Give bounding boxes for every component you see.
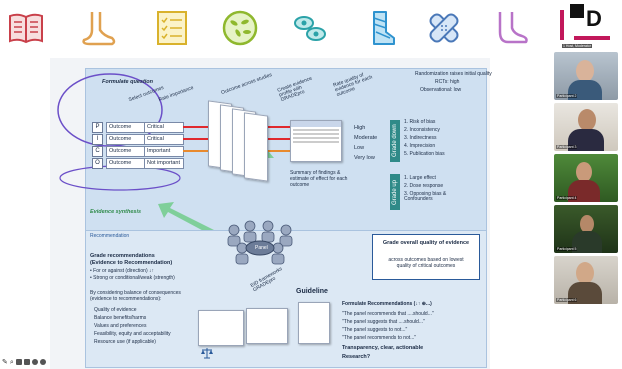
panel-label: Panel [255,245,268,251]
pico-i: I [92,134,103,145]
participant-name-1: 1 Host, Moderator [562,44,593,48]
foot-outline-icon[interactable] [490,8,530,48]
participant-video-5[interactable]: Participant 5 [554,205,618,253]
checklist-icon[interactable] [152,8,192,48]
rating-1: Critical [144,122,184,133]
grade-rec-item-1: • For or against (direction) ↓↑ [90,268,154,274]
grade-up-item-1: 1. Large effect [404,175,436,181]
grade-down-item-5: 5. Publication bias [404,151,445,157]
panel-people-icon [227,220,293,265]
grade-overall-sub: across outcomes based on lowest quality … [388,257,464,269]
recommendation-label: Recommendation [90,233,130,239]
participant-video-3[interactable]: Participant 3 [554,103,618,151]
formulate-question-label: Formulate question [102,79,154,85]
participant-name-2: Participant 2 [556,94,578,98]
shared-slide: Formulate question Select outcomes Rate … [50,58,492,369]
outcome-1: Outcome [106,122,146,133]
rcts-high-label: RCTs: high [435,79,460,85]
logo-letter: D [586,6,602,31]
rating-3: Important [144,146,184,157]
grade-down-item-2: 2. Inconsistency [404,127,440,133]
guideline-label: Guideline [296,288,328,295]
participant-name-3: Participant 3 [556,145,578,149]
balance-item-1: Quality of evidence [94,307,137,313]
cast-leg-icon[interactable] [360,8,400,48]
participant-name-6: Participant 6 [556,298,578,302]
balance-item-4: Feasibility, equity and acceptability [94,331,171,337]
quality-low: Low [354,145,365,151]
gradepro-doc-2 [246,308,288,344]
observational-low-label: Observational: low [420,87,462,93]
summary-findings-label: Summary of findings & estimate of effect… [290,170,348,188]
balance-item-5: Resource use (if applicable) [94,339,156,345]
study-sheet-4 [244,112,268,182]
quality-moderate: Moderate [354,135,378,141]
grade-down-item-4: 4. Imprecision [404,143,436,149]
pico-p: P [92,122,103,133]
participant-video-2[interactable]: Participant 2 [554,52,618,100]
search-icon[interactable]: ⌕ [9,357,14,366]
formulate-rec-item-4: "The panel recommends to not..." [342,335,417,341]
scales-icon [201,348,213,359]
participant-name-5: Participant 5 [556,247,578,251]
rating-2: Critical [144,134,184,145]
zoom-icon[interactable] [31,359,38,365]
foot-icon[interactable] [78,8,118,48]
balance-item-3: Values and preferences [94,323,147,329]
more-icon[interactable] [39,359,46,365]
formulate-rec-item-2: "The panel suggests that ....should..." [342,319,425,325]
grade-up-item-2: 2. Dose response [404,183,444,189]
grade-down-item-3: 3. Indirectness [404,135,437,141]
grade-up-box: Grade up [390,174,400,210]
grade-overall-title: Grade overall quality of evidence [382,240,470,246]
research-label: Research? [342,354,371,360]
participant-video-6[interactable]: Participant 6 [554,256,618,304]
quality-high: High [354,125,366,131]
gradepro-doc-1 [198,310,244,346]
grade-rec-title: Grade recommendations [90,253,155,259]
grade-rec-item-2: • Strong or conditional/weak (strength) [90,275,175,281]
annotation-toolbar: ✎ ⌕ [2,358,46,366]
balance-intro: By considering balance of consequences (… [90,290,181,302]
pico-o: O [92,158,103,169]
rating-4: Not important [144,158,184,169]
balance-item-2: Balance benefits/harms [94,315,147,321]
grade-rec-sub: (Evidence to Recommendation) [90,260,173,266]
evidence-profile-table [290,120,342,162]
grid-icon[interactable] [15,359,22,365]
formulate-rec-item-3: "The panel suggests to not..." [342,327,408,333]
logo: D 1 Host, Moderator [560,4,616,48]
outcome-4: Outcome [106,158,146,169]
icon-bar [0,0,548,58]
transparency-label: Transparency, clear, actionable [342,345,424,351]
record-icon[interactable] [23,359,30,365]
grade-down-box: Grade down [390,120,400,162]
book-icon[interactable] [6,8,46,48]
participant-name-4: Participant 4 [556,196,578,200]
grade-down-item-1: 1. Risk of bias [404,119,436,125]
bacteria-icon[interactable] [220,8,260,48]
grade-overall-box [372,234,480,280]
pico-c: C [92,146,103,157]
pen-icon[interactable]: ✎ [2,358,8,366]
outcome-3: Outcome [106,146,146,157]
outcome-2: Outcome [106,134,146,145]
virus-icon[interactable] [290,8,330,48]
formulate-rec-title: Formulate Recommendations (↓↑ ⊕...) [342,301,432,307]
evidence-synthesis-label: Evidence synthesis [90,209,142,215]
grade-up-item-3: 3. Opposing bias & Confounders [404,191,447,202]
bandage-icon[interactable] [424,8,464,48]
randomization-label: Randomization raises initial quality [415,71,492,77]
guideline-doc [298,302,330,344]
quality-very-low: Very low [354,155,375,161]
formulate-rec-item-1: "The panel recommends that ....should...… [342,311,434,317]
participant-video-4[interactable]: Participant 4 [554,154,618,202]
